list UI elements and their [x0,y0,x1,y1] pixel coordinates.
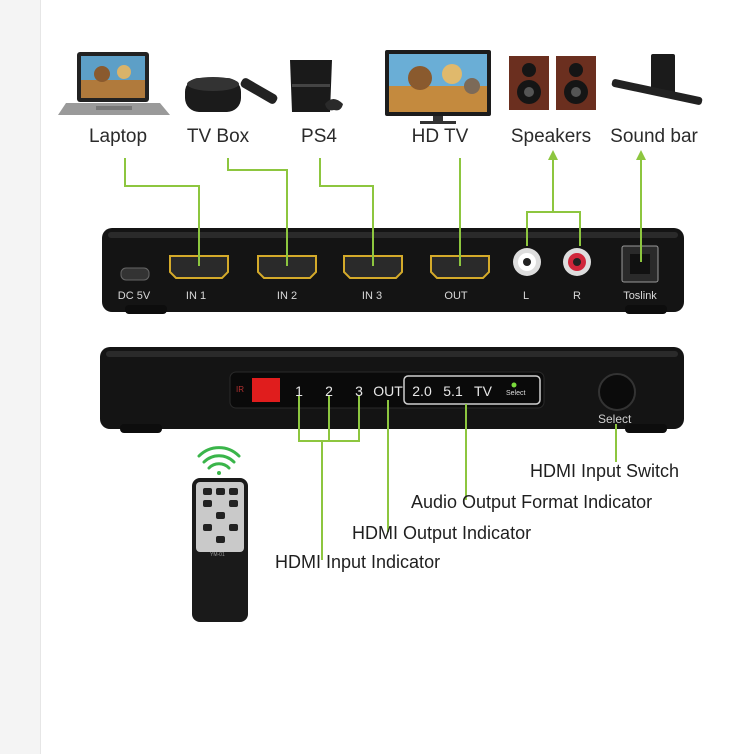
device-label-ps4: PS4 [301,126,337,147]
page-left-margin [0,0,41,754]
audio-indicator-tv: TV [474,383,492,399]
port-label-l: L [522,290,530,302]
input-indicator-2: 2 [325,383,333,399]
input-indicator-1: 1 [295,383,303,399]
soundbar-icon [611,54,703,105]
select-led-icon [511,382,517,388]
device-label-tv-box: TV Box [186,126,250,147]
select-led-label: Select [506,390,526,397]
audio-indicator-2-0: 2.0 [412,383,432,399]
select-button-label: Select [598,412,632,426]
callout-audio-format: Audio Output Format Indicator [411,492,653,512]
dc-power-port [120,267,150,281]
port-label-in2: IN 2 [276,290,298,302]
callout-output-indicator: HDMI Output Indicator [352,523,532,543]
audio-indicator-5-1: 5.1 [443,383,463,399]
remote-control [192,478,248,622]
console-icon [290,60,343,112]
laptop-icon [58,52,170,115]
device-label-sound-bar: Sound bar [610,126,698,147]
toslink-port [621,245,659,283]
hdmi-port-out [430,255,490,279]
connector-lines [124,158,642,560]
ir-label: IR [236,385,244,394]
front-panel [100,347,684,433]
hdmi-port-in1 [169,255,229,279]
callout-input-indicator: HDMI Input Indicator [275,552,441,572]
ir-window [252,378,280,402]
remote-model-label: YM-01 [210,552,225,558]
arrow-heads [548,150,646,160]
wifi-signal-icon [197,446,241,475]
port-label-out: OUT [444,290,468,302]
callout-input-switch: HDMI Input Switch [530,461,680,481]
device-label-laptop: Laptop [88,126,148,147]
rca-port-left [513,248,541,276]
rca-port-right [563,248,591,276]
speakers-icon [509,56,596,110]
hdmi-port-in3 [343,255,403,279]
port-label-r: R [573,290,581,302]
port-label-in3: IN 3 [361,290,383,302]
input-indicator-3: 3 [355,383,363,399]
select-button-knob[interactable] [598,373,636,411]
port-label-dc: DC 5V [117,290,151,302]
output-indicator: OUT [373,383,403,399]
tv-icon [385,50,491,124]
device-label-speakers: Speakers [510,126,592,147]
hdmi-port-in2 [257,255,317,279]
device-label-hd-tv: HD TV [411,126,469,147]
port-label-in1: IN 1 [185,290,207,302]
tv-box-icon [185,77,278,112]
port-label-toslink: Toslink [623,290,657,302]
